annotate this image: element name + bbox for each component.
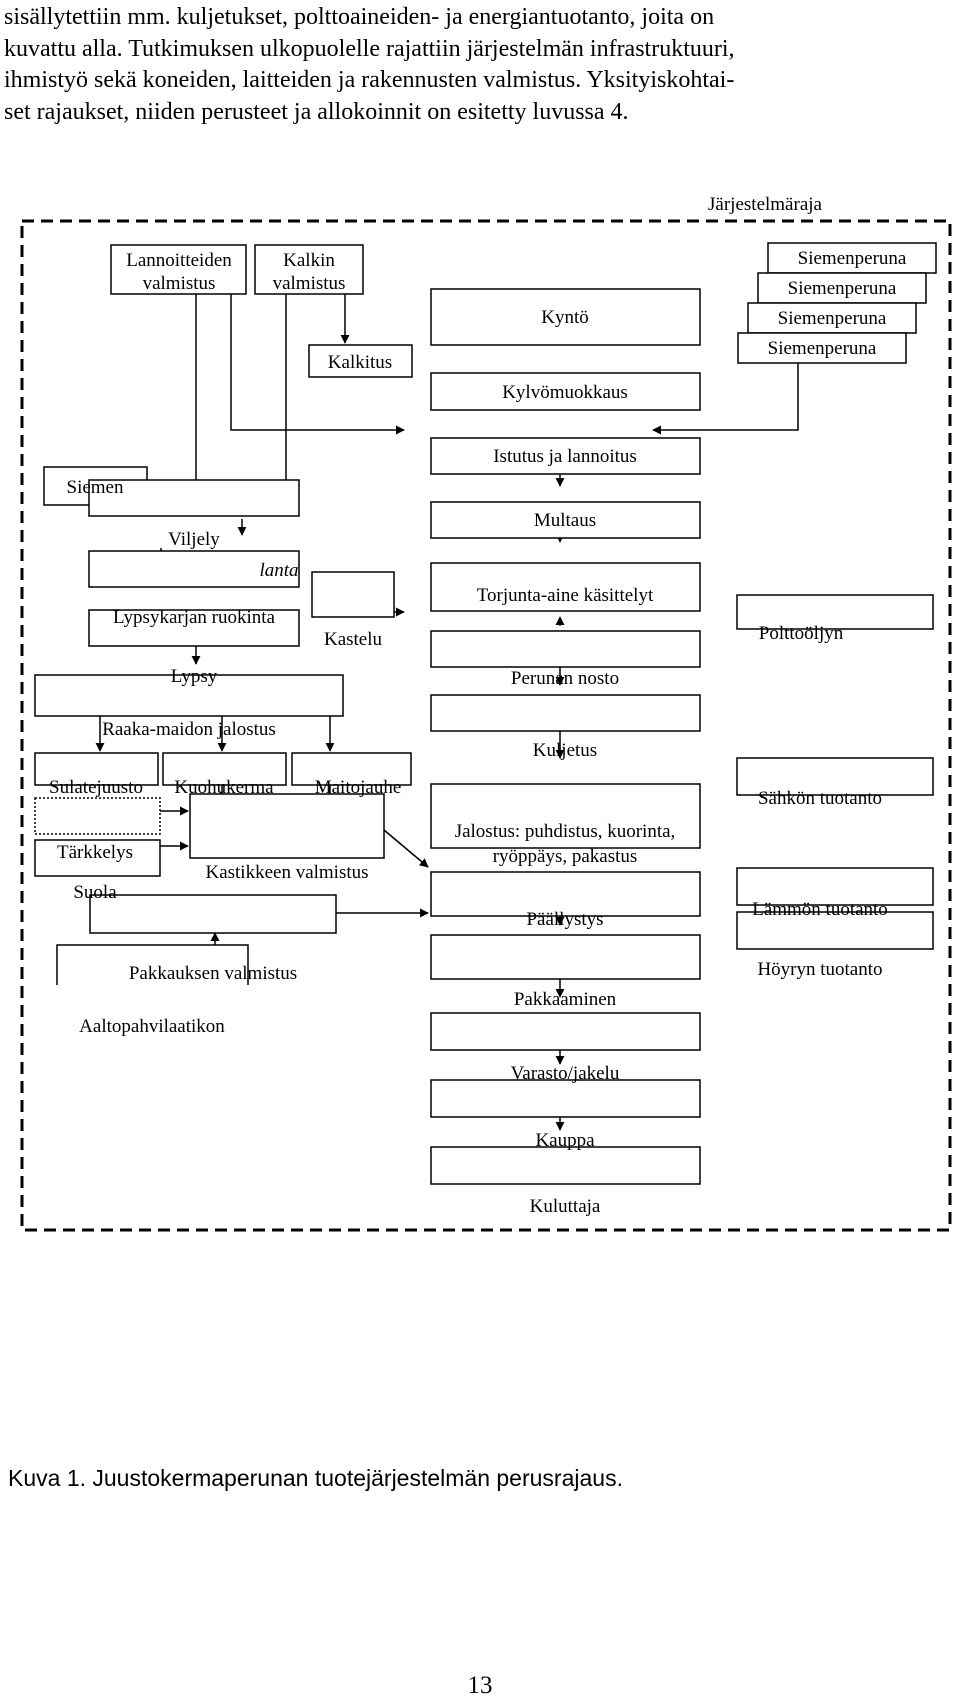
intro-line: set rajaukset, niiden perusteet ja allok…	[4, 98, 629, 125]
box-siemenperuna-3	[757, 272, 927, 304]
box-kuohukerma	[162, 752, 287, 786]
label-lypsykarjan: Lypsykarjan ruokinta	[113, 607, 276, 628]
label-viljely: Viljely	[168, 529, 220, 550]
box-kastikkeen-valmistus	[189, 793, 385, 859]
system-boundary-label: Järjestelmäraja	[708, 194, 823, 215]
box-pakkauksen-valmistus	[89, 894, 337, 934]
box-istutus-ja-lannoitus	[430, 437, 701, 475]
label-kalkitus: Kalkitus	[328, 352, 392, 373]
label-kastelu: Kastelu	[324, 629, 383, 650]
label-kuljetus: Kuljetus	[533, 740, 597, 761]
box-paallystys	[430, 871, 701, 917]
box-maitojauhe	[291, 752, 412, 786]
box-suola	[34, 839, 161, 877]
box-sahkon-tuotanto	[736, 757, 934, 796]
box-aaltopahvilaatikon	[56, 944, 249, 985]
label-lammon: Lämmön tuotanto	[752, 899, 888, 920]
box-lypsykarjan-ruokinta	[88, 550, 300, 588]
intro-line: ihmistyö sekä koneiden, laitteiden ja ra…	[4, 67, 735, 93]
label-siemenperuna: Siemenperuna	[788, 278, 897, 299]
box-multaus	[430, 501, 701, 539]
figure-caption: Kuva 1. Juustokermaperunan tuotejärjeste…	[8, 1465, 623, 1491]
label-kalkin: valmistus	[273, 273, 346, 294]
box-hoyryn-tuotanto	[736, 911, 934, 950]
label-kuohukerma: Kuohukerma	[174, 777, 274, 798]
box-lypsy	[88, 609, 300, 647]
box-tarkkelys	[34, 797, 161, 835]
label-istutus: Istutus ja lannoitus	[493, 446, 637, 467]
box-siemenperuna-2	[747, 302, 917, 334]
intro-line: kuvattu alla. Tutkimuksen ulkopuolelle r…	[4, 35, 735, 62]
label-lanta: lanta	[259, 560, 298, 581]
label-lannoitteiden: Lannoitteiden	[126, 250, 232, 271]
label-multaus: Multaus	[534, 510, 596, 531]
box-lammon-tuotanto	[736, 867, 934, 906]
label-sahkon: Sähkön tuotanto	[758, 788, 882, 809]
box-sulatejuusto	[34, 752, 159, 786]
label-kalkin: Kalkin	[283, 250, 335, 271]
label-siemenperuna: Siemenperuna	[768, 338, 877, 359]
label-siemenperuna: Siemenperuna	[778, 308, 887, 329]
box-siemenperuna-1	[737, 332, 907, 364]
label-kastikkeen: Kastikkeen valmistus	[205, 862, 368, 883]
label-lypsy: Lypsy	[171, 666, 218, 687]
box-viljely	[88, 479, 300, 517]
label-polttooljyn: Polttoöljyn	[759, 623, 844, 644]
label-torjunta: Torjunta-aine käsittelyt	[477, 585, 654, 606]
label-pakkaaminen: Pakkaaminen	[514, 989, 617, 1010]
box-kuljetus	[430, 694, 701, 732]
label-kauppa: Kauppa	[535, 1130, 595, 1151]
box-kuluttaja	[430, 1146, 701, 1185]
box-perunan-nosto	[430, 630, 701, 668]
page-number: 13	[467, 1672, 493, 1699]
label-siemen: Siemen	[67, 477, 124, 498]
box-raaka-maidon-jalostus	[34, 674, 344, 717]
label-siemenperuna: Siemenperuna	[798, 248, 907, 269]
system-boundary	[20, 219, 952, 1232]
box-lannoitteiden-valmistus	[110, 244, 247, 295]
label-raakamaidon: Raaka-maidon jalostus	[102, 719, 276, 740]
label-varasto: Varasto/jakelu	[511, 1063, 620, 1084]
box-kylvomuokkaus	[430, 372, 701, 411]
box-pakkaaminen	[430, 934, 701, 980]
product-system-diagram: Järjestelmäraja	[20, 192, 952, 1232]
label-maitojauhe: Maitojauhe	[315, 777, 402, 798]
box-kynto	[430, 288, 701, 346]
label-perunan-nosto: Perunan nosto	[511, 668, 619, 689]
label-suola: Suola	[73, 882, 117, 903]
label-tarkkelys: Tärkkelys	[57, 842, 133, 863]
label-sulatejuusto: Sulatejuusto	[49, 777, 143, 798]
box-kauppa	[430, 1079, 701, 1118]
label-pakkauksen: Pakkauksen valmistus	[129, 963, 297, 984]
intro-line: sisällytettiin mm. kuljetukset, polttoai…	[4, 4, 715, 30]
box-torjunta-aine	[430, 562, 701, 612]
box-kastelu	[311, 571, 395, 618]
label-jalostus: Jalostus: puhdistus, kuorinta,	[455, 821, 676, 842]
label-kylvomuokkaus: Kylvömuokkaus	[502, 382, 628, 403]
label-lannoitteiden: valmistus	[143, 273, 216, 294]
box-kalkin-valmistus	[254, 244, 364, 295]
label-jalostus: ryöppäys, pakastus	[493, 846, 638, 867]
label-paallystys: Päällystys	[526, 909, 603, 930]
label-kuluttaja: Kuluttaja	[530, 1196, 601, 1217]
box-polttooljyn	[736, 594, 934, 630]
label-aaltopahvi: Aaltopahvilaatikon	[79, 1016, 225, 1037]
box-jalostus	[430, 783, 701, 849]
label-hoyryn: Höyryn tuotanto	[757, 959, 882, 980]
label-kynto: Kyntö	[541, 307, 589, 328]
intro-paragraph: sisällytettiin mm. kuljetukset, polttoai…	[4, 2, 954, 128]
box-kalkitus	[308, 344, 413, 378]
box-varasto-jakelu	[430, 1012, 701, 1051]
